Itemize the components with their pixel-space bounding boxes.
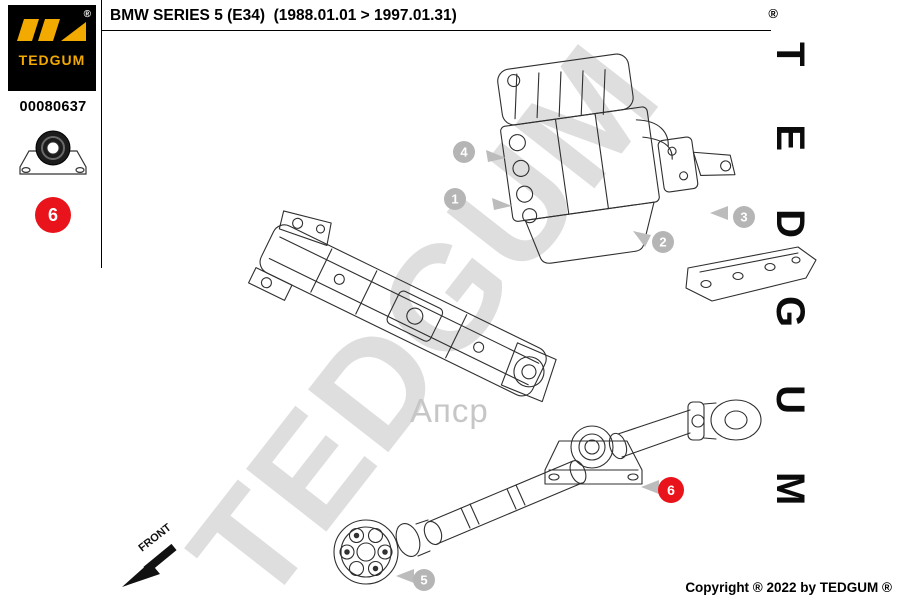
callout-4: 4: [453, 141, 475, 163]
arrow-4-icon: [486, 150, 506, 162]
svg-text:5: 5: [420, 573, 427, 588]
propshaft-front-drawing: [423, 460, 587, 546]
transmission-bracket-drawing: [685, 246, 817, 302]
tedgum-wordmark: TEDGUM: [18, 52, 86, 68]
flex-disc-drawing: [333, 519, 431, 585]
subframe-drawing: [248, 210, 557, 403]
arrow-1-icon: [492, 198, 512, 210]
copyright-text: Copyright ® 2022 by TEDGUM ®: [685, 580, 892, 595]
page-title: BMW SERIES 5 (E34) (1988.01.01 > 1997.01…: [110, 7, 457, 24]
tedgum-emblem-icon: [17, 19, 86, 41]
svg-text:4: 4: [460, 145, 468, 160]
svg-text:1: 1: [451, 192, 458, 207]
leader-arrows: [396, 150, 728, 583]
arrow-3-icon: [710, 206, 728, 220]
callout-2: 2: [652, 231, 674, 253]
corner-registered-mark: ®: [768, 6, 778, 21]
svg-text:3: 3: [740, 210, 747, 225]
propshaft-rear-drawing: [608, 399, 762, 460]
part-thumbnail: [19, 130, 87, 175]
brand-panel: ® TEDGUM 00080637 6: [8, 5, 98, 233]
callout-6: 6: [658, 477, 684, 503]
header-rule: [101, 30, 771, 31]
registered-mark: ®: [83, 9, 91, 20]
arrow-6-icon: [641, 480, 659, 494]
arrow-5-icon: [396, 569, 414, 583]
vertical-brand-watermark: TEDGUM: [768, 42, 812, 564]
part-number: 00080637: [19, 99, 87, 115]
svg-text:2: 2: [659, 235, 666, 250]
tedgum-logo: ® TEDGUM: [8, 5, 96, 91]
center-bearing-drawing: [544, 425, 643, 485]
callout-3: 3: [733, 206, 755, 228]
arrow-2-icon: [633, 231, 651, 247]
callout-5: 5: [413, 569, 435, 591]
svg-text:6: 6: [667, 482, 675, 498]
callout-1: 1: [444, 188, 466, 210]
part-ref-badge: 6: [35, 197, 71, 233]
engine-drawing: [497, 53, 736, 264]
front-direction-arrow: FRONT: [122, 521, 177, 587]
panel-divider: [101, 0, 102, 268]
